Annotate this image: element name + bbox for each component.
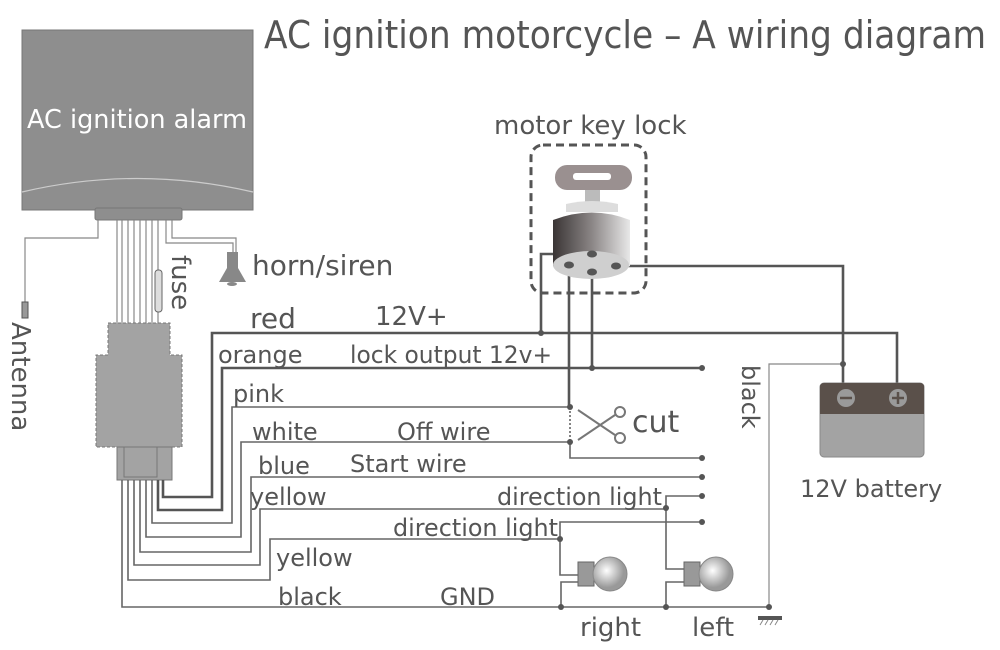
right-label: right: [580, 613, 641, 643]
harness: [21, 220, 246, 325]
wire-pink: [151, 406, 570, 524]
alarm-unit: AC ignition alarm: [21, 29, 254, 221]
wire-blue: [139, 476, 702, 553]
wire-function-label: GND: [440, 583, 495, 611]
battery-black-label: black: [736, 365, 764, 429]
alarm-module: [95, 322, 183, 481]
key-lock-label: motor key lock: [494, 111, 687, 141]
wire-color-label: pink: [233, 380, 284, 408]
battery-label: 12V battery: [800, 475, 942, 503]
wire-function-label: direction light: [393, 514, 558, 542]
alarm-label: AC ignition alarm: [27, 105, 247, 135]
wire-function-label: 12V+: [375, 302, 448, 332]
wire-function-label: lock output 12v+: [350, 341, 552, 369]
wire-color-label: yellow: [250, 483, 327, 511]
fuse-icon: [154, 269, 163, 313]
right-bulb-icon: [577, 556, 628, 592]
ground-icon: [758, 616, 782, 626]
wire-white: [145, 441, 702, 538]
wire-function-label: direction light: [497, 483, 662, 511]
wire-function-label: Start wire: [350, 450, 467, 478]
wire-color-label: yellow: [276, 544, 353, 572]
wire-yellow-2: [127, 480, 702, 581]
wire-black: [121, 480, 769, 608]
wire-color-label: red: [250, 302, 296, 335]
wire-orange: [156, 366, 702, 512]
battery-ground-wire: [768, 363, 843, 607]
diagram-title: AC ignition motorcycle – A wiring diagra…: [264, 13, 986, 57]
wire-function-label: Off wire: [397, 418, 490, 446]
antenna-plug: [21, 301, 29, 319]
antenna-label: Antenna: [5, 322, 35, 431]
cut-label: cut: [632, 405, 680, 440]
fuse-label: fuse: [165, 255, 195, 310]
wire-yellow-1: [133, 480, 702, 566]
battery: [819, 382, 925, 458]
horn-label: horn/siren: [252, 249, 393, 282]
left-bulb-icon: [683, 556, 734, 592]
wire-color-label: blue: [258, 452, 310, 480]
wire-color-label: white: [252, 418, 318, 446]
wire-red: [161, 331, 899, 499]
left-label: left: [692, 613, 734, 643]
wire-color-label: orange: [218, 341, 302, 369]
horn-icon: [219, 252, 246, 286]
output-wires: [121, 252, 899, 610]
wire-color-label: black: [278, 583, 342, 611]
key-lock: [529, 143, 648, 295]
wire-labels: red 12V+ orange lock output 12v+ pink wh…: [218, 302, 662, 611]
scissors-icon: [577, 406, 626, 444]
